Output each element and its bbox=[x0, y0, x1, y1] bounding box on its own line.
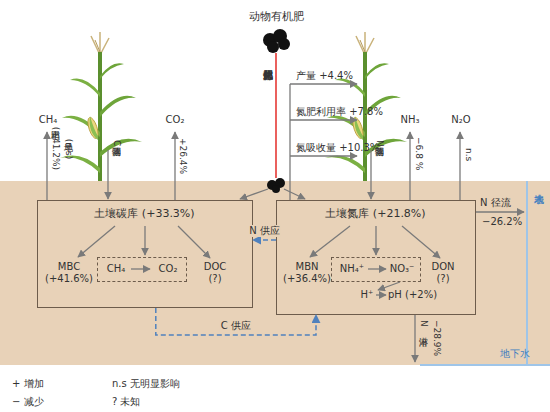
node-text: 土壤碳库 (+33.3%) bbox=[38, 208, 251, 221]
co2-arrow bbox=[174, 132, 175, 200]
surface-water-line bbox=[526, 181, 528, 365]
inner-arrow bbox=[144, 226, 145, 255]
maize-plant bbox=[60, 32, 142, 181]
node-text: MBC (+41.6%) bbox=[43, 261, 95, 284]
manure-label: 动物有机肥 bbox=[236, 11, 316, 24]
node-text: NH₄⁺ bbox=[335, 263, 369, 275]
loss-label: N 淋溶 bbox=[419, 320, 429, 330]
nitrogen-pool-box: 土壤氮库 (+21.8%) MBN (+36.4%) DON (?) H⁺ pH (+2… bbox=[276, 200, 476, 315]
soil-layer bbox=[0, 181, 550, 365]
n2o-arrow bbox=[459, 132, 460, 200]
litter-c-arrow bbox=[107, 150, 108, 199]
ch4-arrow bbox=[46, 132, 47, 200]
node-text: CO₂ bbox=[153, 263, 183, 275]
n-uptake-line bbox=[289, 84, 290, 200]
carbon-process-box: CH₄ CO₂ bbox=[97, 257, 187, 282]
rate-label: 旱地 (n.s) bbox=[64, 136, 74, 159]
connector-label: C 供应 bbox=[220, 320, 252, 332]
rate-label: +26.4% bbox=[178, 138, 188, 174]
supply-connector bbox=[156, 308, 316, 335]
legend-text: n.s 无明显影响 bbox=[112, 378, 232, 390]
litter-label: 凋落物C bbox=[112, 140, 122, 146]
gas-label: N₂O bbox=[445, 114, 477, 126]
inner-arrow bbox=[378, 282, 400, 290]
node-text: NO₃⁻ bbox=[385, 263, 419, 275]
blob-part bbox=[272, 185, 280, 193]
soil-blob bbox=[267, 178, 285, 193]
nitrogen-process-box: NH₄⁺ NO₃⁻ bbox=[331, 257, 421, 282]
litter-label: 凋落物N bbox=[375, 140, 385, 147]
substitution-line bbox=[275, 53, 277, 178]
inner-arrow bbox=[131, 268, 150, 269]
runoff-arrow bbox=[476, 211, 524, 212]
litter-n-arrow bbox=[370, 150, 371, 199]
gas-label: CH₄ bbox=[33, 114, 63, 126]
blob-part bbox=[267, 41, 279, 53]
node-text: CH₄ bbox=[101, 263, 131, 275]
rate-label: −6.8 % bbox=[414, 137, 424, 170]
input-arrow bbox=[240, 189, 268, 199]
yield-arrow bbox=[290, 83, 357, 84]
input-arrow bbox=[284, 189, 305, 199]
leaching-arrow bbox=[414, 315, 415, 362]
groundwater-line bbox=[420, 364, 550, 366]
rate-label: −26.2% bbox=[482, 216, 528, 228]
effect-label: 氮肥利用率 +7.8% bbox=[296, 106, 396, 118]
nh3-arrow bbox=[409, 132, 410, 200]
gas-label: NH₃ bbox=[395, 114, 425, 126]
rate-label: n.s bbox=[464, 148, 474, 161]
flow-arrows bbox=[47, 84, 524, 362]
water-label: 地下水 bbox=[500, 348, 548, 360]
node-text: pH (+2%) bbox=[388, 289, 458, 301]
inner-arrow bbox=[376, 294, 386, 295]
inner-arrow bbox=[375, 226, 376, 255]
manure-blob bbox=[263, 29, 290, 53]
node-text: DOC (?) bbox=[198, 261, 232, 284]
effect-label: 产量 +4.4% bbox=[296, 70, 386, 82]
node-text: MBN (+36.4%) bbox=[281, 261, 333, 284]
node-text: H⁺ bbox=[357, 289, 377, 301]
inner-arrow bbox=[368, 268, 386, 269]
carbon-pool-box: 土壤碳库 (+33.3%) MBC (+41.6%) DOC (?) CH₄ CO₂ bbox=[37, 200, 253, 308]
supply-connector bbox=[253, 239, 276, 241]
inner-arrow bbox=[78, 226, 115, 257]
legend-text: ? 未知 bbox=[112, 396, 232, 408]
node-text: 土壤氮库 (+21.8%) bbox=[277, 208, 474, 221]
nue-arrow bbox=[290, 119, 357, 120]
gas-label: CO₂ bbox=[160, 114, 190, 126]
inner-arrow bbox=[402, 226, 440, 258]
blob-part bbox=[278, 38, 290, 50]
uptake-arrow bbox=[290, 155, 357, 156]
loss-label: N 径流 bbox=[480, 197, 526, 209]
node-text: DON (?) bbox=[426, 261, 460, 284]
rate-label: −28.9% bbox=[432, 320, 442, 356]
inner-arrow bbox=[178, 226, 210, 258]
connector-label: N 供应 bbox=[248, 225, 281, 237]
inner-arrow bbox=[310, 226, 350, 257]
rate-label: 稻田 (+41.2%) bbox=[51, 124, 61, 170]
